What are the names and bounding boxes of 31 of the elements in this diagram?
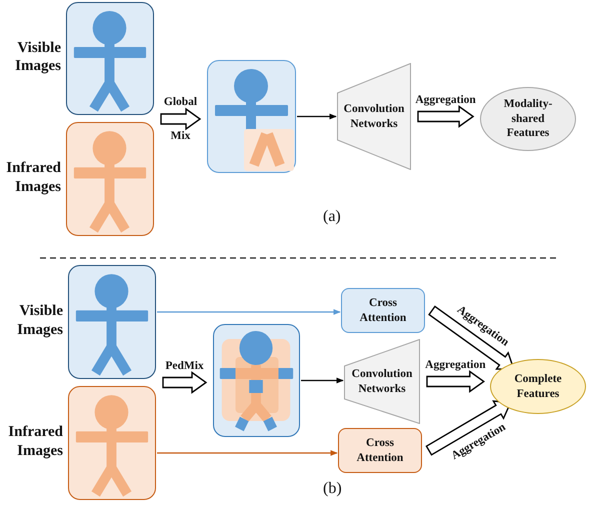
image-card [68,265,156,379]
edge-label: Aggregation [425,358,486,370]
block-arrow [426,370,485,393]
modality-label: Visible Images [16,302,63,340]
edge-label: Global Mix [162,95,198,144]
attention-box: Cross Attention [341,288,425,333]
modality-label: Visible Images [14,38,61,76]
panel-label: (b) [323,480,342,498]
arrow [157,309,341,315]
attention-box: Cross Attention [338,428,422,473]
modality-label: Infrared Images [5,159,61,196]
image-card [66,122,154,236]
panel-label: (a) [323,208,341,226]
block-arrow [160,108,202,130]
feature-ellipse: Complete Features [490,359,586,414]
arrow [157,450,338,456]
arrow [301,378,344,384]
arrow [297,114,337,120]
network-label: Convolution Networks [350,367,414,396]
block-arrow [428,305,515,370]
image-card [68,386,156,500]
edge-label: PedMix [165,360,204,372]
image-card [207,60,296,173]
modality-label: Infrared Images [7,423,63,460]
image-card [213,324,300,437]
image-card [66,2,154,115]
network-label: Convolution Networks [342,102,406,131]
feature-ellipse: Modality-shared Features [480,87,576,151]
block-arrow [162,371,208,394]
edge-label: Aggregation [415,94,476,106]
block-arrow [417,105,474,128]
